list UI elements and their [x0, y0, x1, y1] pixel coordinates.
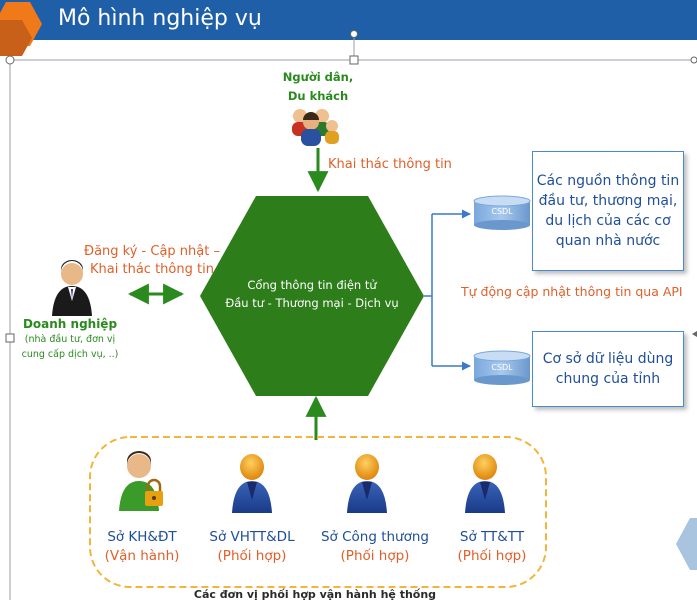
db1-line1: Các nguồn thông tin: [536, 173, 680, 189]
dept-industry-label: Sở Công thương (Phối hợp): [310, 528, 440, 566]
portal-line1: Cổng thông tin điện tử: [247, 278, 377, 292]
dept-name: Sở KH&ĐT: [107, 529, 177, 545]
business-edge-label: Đăng ký - Cập nhật – Khai thác thông tin: [80, 243, 224, 279]
db2-line1: Cơ sở dữ liệu dùng: [542, 351, 674, 367]
hexagon-logo-icon: [0, 2, 42, 56]
departments-frame: [89, 436, 547, 588]
db1-line4: quan nhà nước: [555, 233, 661, 249]
business-name: Doanh nghiệp: [22, 317, 118, 331]
dept-name: Sở Công thương: [320, 529, 429, 545]
portal-hexagon: [200, 196, 424, 396]
dept-role: (Phối hợp): [457, 548, 527, 564]
portal-label: Cổng thông tin điện tử Đầu tư - Thương m…: [200, 276, 424, 312]
db2-line2: chung của tỉnh: [555, 371, 661, 387]
ict-dept-icon: [465, 454, 505, 513]
portal-line2: Đầu tư - Thương mại - Dịch vụ: [225, 296, 399, 310]
dept-culture-label: Sở VHTT&DL (Phối hợp): [200, 528, 304, 566]
dept-name: Sở VHTT&DL: [209, 529, 295, 545]
business-desc-line2: cung cấp dịch vụ, ..): [21, 349, 119, 360]
header-bar: [0, 0, 697, 40]
citizen-label: Người dân, Du khách: [268, 68, 368, 106]
auto-update-label: Tự động cập nhật thông tin qua API: [461, 284, 683, 299]
dept-role: (Vận hành): [104, 548, 180, 564]
db1-tag: CSDL: [491, 207, 513, 216]
dept-planning-label: Sở KH&ĐT (Vận hành): [92, 528, 192, 566]
business-desc-line1: (nhà đầu tư, đơn vị: [24, 334, 116, 345]
dept-name: Sở TT&TT: [459, 529, 525, 545]
business-edge-line1: Đăng ký - Cập nhật –: [84, 244, 220, 259]
db1-description-box: Các nguồn thông tin đầu tư, thương mại, …: [532, 151, 684, 271]
dept-ict-label: Sở TT&TT (Phối hợp): [442, 528, 542, 566]
industry-dept-icon: [347, 454, 387, 513]
departments-caption: Các đơn vị phối hợp vận hành hệ thống: [193, 588, 437, 601]
db2-tag: CSDL: [491, 363, 513, 372]
citizens-group-icon: [292, 109, 339, 146]
business-label: Doanh nghiệp (nhà đầu tư, đơn vị cung cấ…: [10, 316, 130, 362]
db1-line3: du lịch của các cơ: [545, 213, 671, 229]
db1-line2: đầu tư, thương mại,: [538, 193, 678, 209]
db2-description-box: Cơ sở dữ liệu dùng chung của tỉnh: [532, 331, 684, 407]
business-person-icon: [52, 260, 92, 316]
citizen-line1: Người dân,: [282, 70, 354, 84]
next-slide-shape: [676, 518, 697, 570]
selection-frame: [5, 30, 697, 600]
dept-role: (Phối hợp): [217, 548, 287, 564]
database-cylinder-1: [473, 195, 531, 230]
page-title: Mô hình nghiệp vụ: [58, 6, 262, 31]
business-edge-line2: Khai thác thông tin: [90, 262, 214, 277]
exploit-info-label: Khai thác thông tin: [328, 157, 452, 172]
api-connector: [424, 209, 471, 371]
citizen-line2: Du khách: [287, 89, 349, 103]
planning-dept-icon: [119, 451, 163, 511]
dept-role: (Phối hợp): [340, 548, 410, 564]
database-cylinder-2: [473, 350, 531, 385]
culture-dept-icon: [232, 454, 272, 513]
